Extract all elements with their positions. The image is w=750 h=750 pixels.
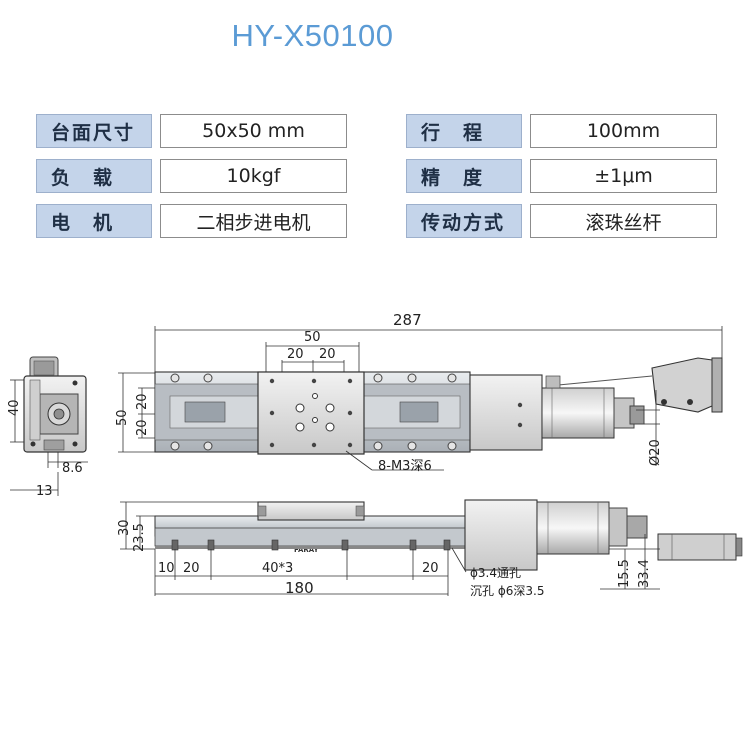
end-view: 40 8.6 13 xyxy=(7,356,88,499)
dim-50-top: 50 xyxy=(304,330,321,345)
spec-label-load: 负 载 xyxy=(36,159,152,193)
dim-40x3: 40*3 xyxy=(262,561,293,576)
spec-value-drive: 滚珠丝杆 xyxy=(530,204,717,238)
spec-value-load: 10kgf xyxy=(160,159,347,193)
top-view: 287 50 20 20 50 20 20 8-M3深6 Ø20 xyxy=(115,311,723,474)
dim-dia-20: Ø20 xyxy=(648,439,663,466)
dim-23-5: 23.5 xyxy=(132,523,147,552)
product-title: HY-X50100 xyxy=(231,18,394,53)
spec-label-table-size: 台面尺寸 xyxy=(36,114,152,148)
spec-value-table-size: 50x50 mm xyxy=(160,114,347,148)
dim-15-5: 15.5 xyxy=(617,559,632,588)
tap-note: 8-M3深6 xyxy=(378,459,432,474)
dim-50-side: 50 xyxy=(115,409,130,426)
brand-label: FARAY xyxy=(294,546,320,554)
spec-value-accuracy: ±1μm xyxy=(530,159,717,193)
spec-table: 台面尺寸 50x50 mm 负 载 10kgf 电 机 二相步进电机 行 程 1… xyxy=(0,108,750,248)
spec-label-drive: 传动方式 xyxy=(406,204,522,238)
dim-20-side-a: 20 xyxy=(135,393,150,410)
dim-20-top-b: 20 xyxy=(319,347,336,362)
dim-13: 13 xyxy=(36,484,53,499)
dim-10: 10 xyxy=(158,561,175,576)
spec-value-motor: 二相步进电机 xyxy=(160,204,347,238)
dim-30: 30 xyxy=(117,519,132,536)
dim-20-bottom-b: 20 xyxy=(422,561,439,576)
side-view: FARAY 30 23.5 10 20 40*3 xyxy=(117,499,743,598)
spec-label-motor: 电 机 xyxy=(36,204,152,238)
dim-33-4: 33.4 xyxy=(637,559,652,588)
technical-drawing: 40 8.6 13 xyxy=(7,311,743,598)
dim-180: 180 xyxy=(285,579,314,597)
dim-40: 40 xyxy=(7,399,22,416)
dim-20-bottom-a: 20 xyxy=(183,561,200,576)
dim-20-side-b: 20 xyxy=(135,419,150,436)
hole-note-counterbore: 沉孔 ϕ6深3.5 xyxy=(470,584,544,598)
dim-287: 287 xyxy=(393,311,422,329)
hole-note-through: ϕ3.4通孔 xyxy=(470,566,521,580)
dim-8-6: 8.6 xyxy=(62,461,83,476)
spec-label-stroke: 行 程 xyxy=(406,114,522,148)
dim-20-top-a: 20 xyxy=(287,347,304,362)
spec-value-stroke: 100mm xyxy=(530,114,717,148)
spec-label-accuracy: 精 度 xyxy=(406,159,522,193)
